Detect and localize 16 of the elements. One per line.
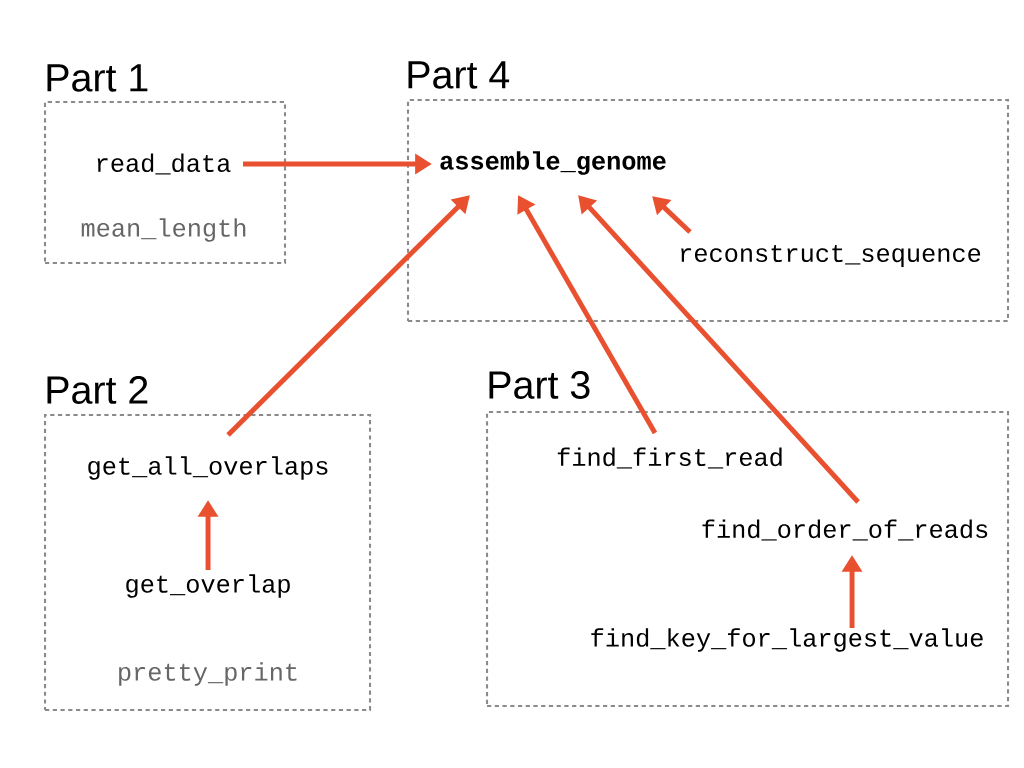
function-name: get_overlap — [126, 574, 290, 598]
arrow — [226, 195, 470, 437]
function-name: pretty_print — [119, 662, 297, 686]
function-name: mean_length — [81, 218, 246, 242]
function-name: find_order_of_reads — [702, 519, 988, 541]
part-heading: Part 2 — [47, 376, 148, 404]
part-heading: Part 4 — [408, 61, 510, 89]
function-name: assemble_genome — [440, 151, 666, 175]
function-name: reconstruct_sequence — [681, 244, 981, 268]
arrow — [652, 196, 692, 234]
part-heading: Part 3 — [489, 371, 590, 399]
function-name: read_data — [97, 153, 231, 175]
function-name: find_key_for_largest_value — [591, 628, 983, 652]
part-heading: Part 1 — [47, 64, 148, 92]
function-name: get_all_overlaps — [88, 456, 328, 480]
function-name: find_first_read — [557, 447, 782, 469]
